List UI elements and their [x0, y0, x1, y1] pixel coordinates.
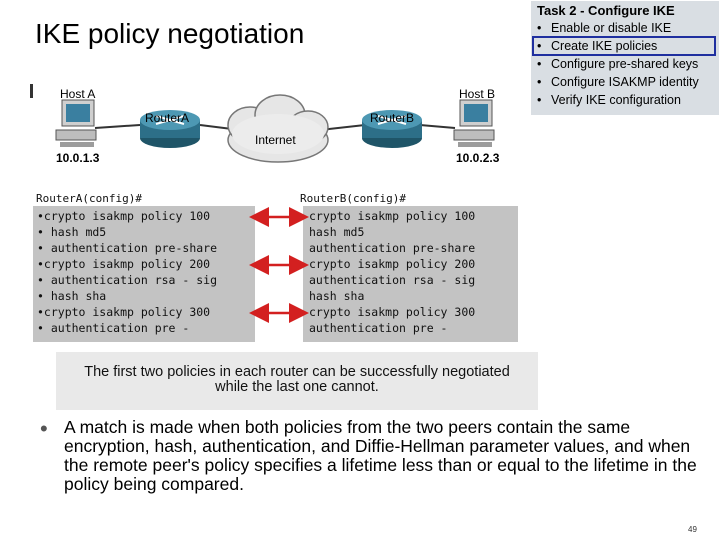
task-item-label: Configure pre-shared keys [551, 57, 699, 71]
task-item-create-policies: • Create IKE policies [537, 39, 657, 53]
router-a-icon [140, 110, 200, 148]
task-item-label: Enable or disable IKE [551, 21, 672, 35]
slide-title: IKE policy negotiation [35, 18, 305, 49]
task-item-label: Configure ISAKMP identity [551, 75, 699, 89]
config-line: • authentication rsa - sig [37, 273, 218, 287]
config-line: crypto isakmp policy 100 [309, 209, 476, 223]
caption-line-2: while the last one cannot. [215, 379, 379, 395]
router-a-label: RouterA [145, 111, 190, 125]
task-highlight-box [532, 36, 716, 56]
task-item-enable-ike: • Enable or disable IKE [537, 21, 671, 35]
task-item-label: Verify IKE configuration [551, 93, 681, 107]
router-b-icon [362, 110, 422, 148]
config-line: •crypto isakmp policy 300 [37, 305, 211, 319]
config-line: authentication pre-share [309, 241, 476, 255]
config-line: hash sha [309, 289, 365, 303]
internet-label: Internet [255, 133, 296, 147]
link-hosta-routera [94, 124, 141, 129]
host-a-icon [55, 99, 97, 147]
config-line: crypto isakmp policy 300 [309, 305, 476, 319]
host-b-ip: 10.0.2.3 [456, 151, 500, 165]
margin-mark [30, 84, 33, 98]
task-title: Task 2 - Configure IKE [537, 3, 675, 18]
config-line: crypto isakmp policy 200 [309, 257, 476, 271]
router-b-prompt: RouterB(config)# [300, 192, 406, 205]
host-a-ip: 10.0.1.3 [56, 151, 100, 165]
config-line: • hash sha [37, 289, 107, 303]
task-item-label: Create IKE policies [551, 39, 658, 53]
router-b-config: crypto isakmp policy 100 hash md5 authen… [303, 206, 518, 342]
task-item-isakmp-identity: • Configure ISAKMP identity [537, 75, 699, 89]
host-a-label: Host A [60, 87, 96, 101]
task-box: Task 2 - Configure IKE • Enable or disabl… [531, 1, 719, 115]
router-a-prompt: RouterA(config)# [36, 192, 142, 205]
config-line: authentication pre - [309, 321, 448, 335]
bullet-dot: • [40, 416, 48, 441]
caption-line-1: The first two policies in each router ca… [84, 364, 510, 380]
config-line: • authentication pre-share [37, 241, 218, 255]
router-a-config: •crypto isakmp policy 100 • hash md5 • a… [33, 206, 255, 342]
config-line: • hash md5 [37, 225, 107, 239]
host-b-icon [453, 99, 495, 147]
network-topology [30, 84, 495, 163]
task-item-pre-shared-keys: • Configure pre-shared keys [537, 57, 698, 71]
page-number: 49 [688, 525, 697, 534]
policy-match-arrows [249, 207, 309, 323]
caption-box: The first two policies in each router ca… [56, 352, 538, 410]
internet-cloud-icon [227, 94, 329, 163]
task-item-bullet: • [537, 39, 542, 53]
config-line: hash md5 [309, 225, 365, 239]
router-b-label: RouterB [370, 111, 415, 125]
body-text: A match is made when both policies from … [64, 417, 697, 494]
task-item-verify-config: • Verify IKE configuration [537, 93, 681, 107]
task-item-bullet: • [537, 93, 542, 107]
task-item-bullet: • [537, 21, 542, 35]
config-line: • authentication pre - [37, 321, 190, 335]
config-line: authentication rsa - sig [309, 273, 476, 287]
config-line: •crypto isakmp policy 100 [37, 209, 211, 223]
task-item-bullet: • [537, 57, 542, 71]
link-routerb-hostb [419, 124, 456, 129]
config-line: •crypto isakmp policy 200 [37, 257, 211, 271]
caption: The first two policies in each router ca… [56, 365, 538, 395]
host-b-label: Host B [459, 87, 496, 101]
task-item-bullet: • [537, 75, 542, 89]
